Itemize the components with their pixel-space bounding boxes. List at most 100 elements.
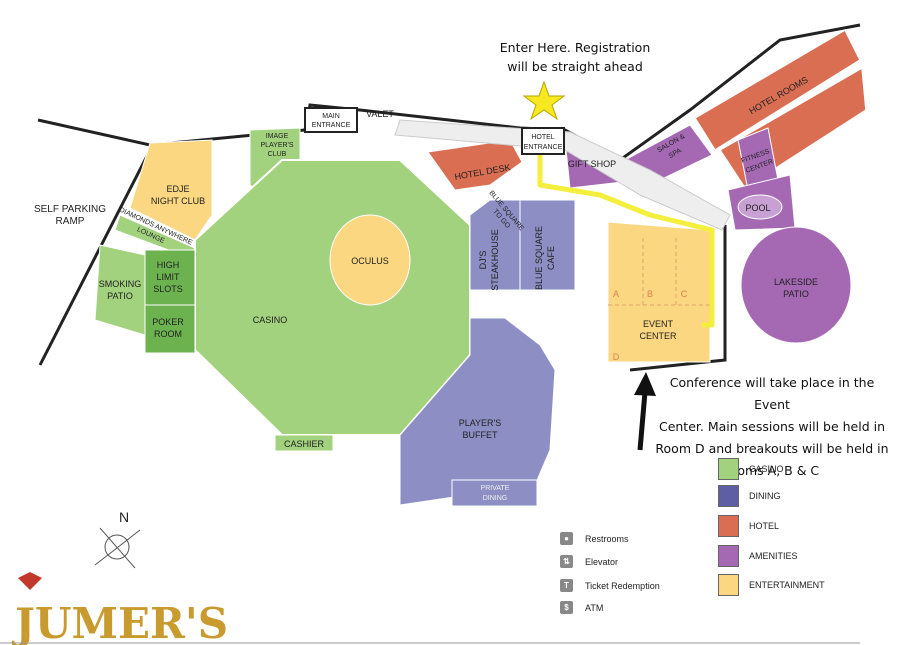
event-edge [629,225,727,372]
key-atm: $ ATM [560,601,603,614]
label-smoking-1: SMOKING [99,279,142,289]
compass-icon [94,527,141,569]
main-entrance-box [304,107,358,133]
label-djs-1: DJ'S [478,251,488,270]
jumers-logo: JUMER'S [11,572,228,645]
label-poker-2: ROOM [154,329,182,339]
enter-here-note: Enter Here. Registration will be straigh… [490,38,660,76]
conference-note: Conference will take place in the Event … [652,372,892,482]
players-buffet-area [399,317,556,506]
lakeside-patio-area [740,226,852,344]
conference-line4: rooms A, B & C [724,463,820,478]
label-lakeside-1: LAKESIDE [774,277,818,287]
label-valet: VALET [366,109,394,119]
key-restrooms: ● Restrooms [560,532,629,545]
legend-label-dining: DINING [749,491,781,501]
label-image-3: CLUB [268,151,287,158]
label-image-1: IMAGE [266,133,289,140]
smoking-patio-area [94,244,146,336]
legend-swatch-dining [718,485,739,507]
label-gift-shop: GIFT SHOP [568,159,616,169]
label-lakeside-2: PATIO [783,289,809,299]
ticket-icon: T [560,579,573,592]
label-event-1: EVENT [643,319,674,329]
label-high-2: LIMIT [156,272,180,282]
hotel-entrance-box [521,127,565,155]
label-self-parking-1: SELF PARKING [34,204,106,215]
enter-note-line1: Enter Here. Registration [499,40,651,55]
label-main-entrance-2: ENTRANCE [312,122,351,129]
event-center-area [607,221,711,363]
restroom-icon: ● [560,532,573,545]
legend-swatch-casino [718,458,739,480]
enter-note-line2: will be straight ahead [507,59,643,74]
label-room-b: B [647,289,653,299]
label-room-a: A [613,289,619,299]
label-casino: CASINO [253,315,288,325]
label-north: N [119,509,129,525]
legend-hotel: HOTEL [718,515,779,537]
hotel-rooms-area [693,28,861,152]
high-limit-slots-area [144,249,196,306]
star-icon [522,80,566,121]
label-oculus: OCULUS [351,256,389,266]
label-smoking-2: PATIO [107,291,133,301]
label-self-parking-2: RAMP [56,216,85,227]
key-label-elevator: Elevator [585,556,619,567]
poker-room-area [144,304,196,354]
label-room-c: C [681,289,688,299]
label-room-d: D [613,352,620,362]
legend-label-entertainment: ENTERTAINMENT [749,580,825,590]
registration-path [537,155,715,328]
label-poker-1: POKER [152,317,184,327]
label-edje-1: EDJE [166,184,189,194]
arrow-up-icon [634,372,656,396]
legend-amenities: AMENITIES [718,545,798,567]
label-private-1: PRIVATE [481,485,510,492]
label-buffet-1: PLAYER'S [459,418,502,428]
label-high-1: HIGH [157,260,180,270]
legend-swatch-amenities [718,545,739,567]
pool-ellipse [737,194,783,220]
legend-swatch-entertainment [718,574,739,596]
key-label-restrooms: Restrooms [585,533,629,544]
blue-square-cafe-area [519,199,576,291]
legend-label-casino: CASINO [749,464,784,474]
parking-edge [38,149,152,366]
label-cashier: CASHIER [284,439,325,449]
logo-text: JUMER'S [11,599,228,645]
legend-label-amenities: AMENITIES [749,551,798,561]
label-buffet-2: BUFFET [463,430,499,440]
legend-swatch-hotel [718,515,739,537]
edje-nightclub-area [129,139,213,241]
label-hotel-entrance-1: HOTEL [531,134,554,141]
label-bs-cafe-1: BLUE SQUARE [534,226,544,290]
label-bs-cafe-2: CAFE [546,246,556,270]
elevator-icon: ⇅ [560,555,573,568]
legend-entertainment: ENTERTAINMENT [718,574,825,596]
label-pool: POOL [745,203,770,213]
conference-line1: Conference will take place in the Event [669,375,875,412]
label-image-2: PLAYER'S [260,142,293,149]
key-label-ticket: Ticket Redemption [585,580,660,591]
oculus-area [329,214,411,306]
private-dining-area [451,479,538,507]
label-high-3: SLOTS [153,284,183,294]
conference-line2: Center. Main sessions will be held in [658,419,886,434]
label-hotel-entrance-2: ENTRANCE [524,144,563,151]
label-event-2: CENTER [639,331,677,341]
cashier-area [274,434,334,452]
label-edje-2: NIGHT CLUB [151,196,205,206]
key-ticket: T Ticket Redemption [560,579,660,592]
key-label-atm: ATM [585,602,604,613]
legend-casino: CASINO [718,458,784,480]
label-main-entrance-1: MAIN [322,113,340,120]
label-djs-2: STEAKHOUSE [490,229,500,291]
arrow-shaft [637,391,648,451]
atm-icon: $ [560,601,573,614]
key-elevator: ⇅ Elevator [560,555,618,568]
conference-line3: Room D and breakouts will be held in [655,441,889,456]
casino-octagon [194,159,471,436]
label-private-2: DINING [483,495,508,502]
